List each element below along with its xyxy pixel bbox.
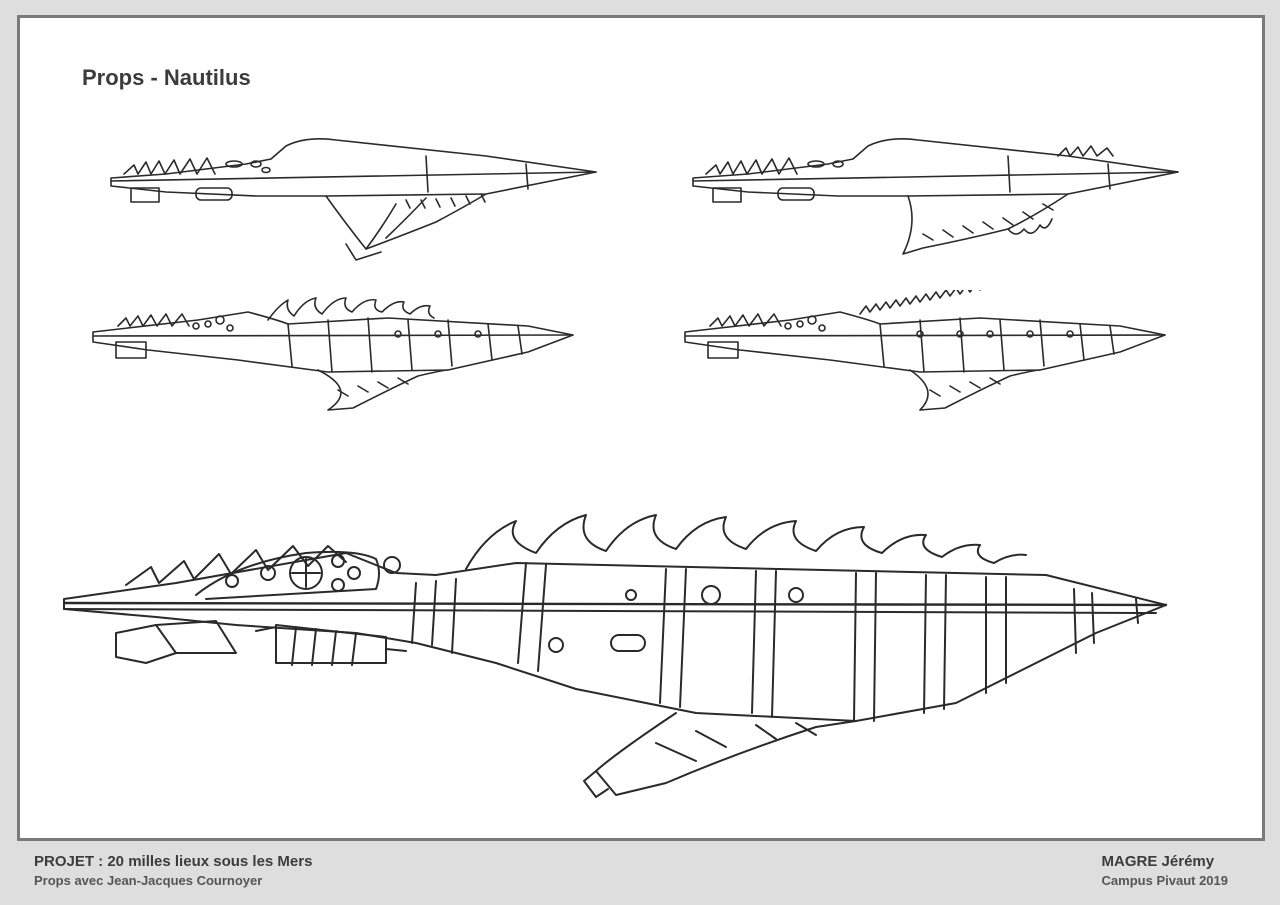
footer-author-info: MAGRE Jérémy Campus Pivaut 2019 [1102,852,1228,890]
drawing-sheet: Props - Nautilus [17,15,1265,841]
nautilus-sketch-3 [88,290,588,425]
school-name: Campus Pivaut 2019 [1101,873,1228,888]
nautilus-sketch-2 [688,134,1188,274]
project-subtitle: Props avec Jean-Jacques Cournoyer [34,873,263,888]
author-name: MAGRE Jérémy [1101,853,1215,870]
nautilus-sketch-main [56,513,1186,813]
sheet-title: Props - Nautilus [82,65,251,90]
nautilus-sketch-1 [106,134,606,274]
nautilus-sketch-4 [680,290,1180,425]
footer-project-info: PROJET : 20 milles lieux sous les Mers P… [34,852,312,890]
project-title: PROJET : 20 milles lieux sous les Mers [34,853,313,870]
